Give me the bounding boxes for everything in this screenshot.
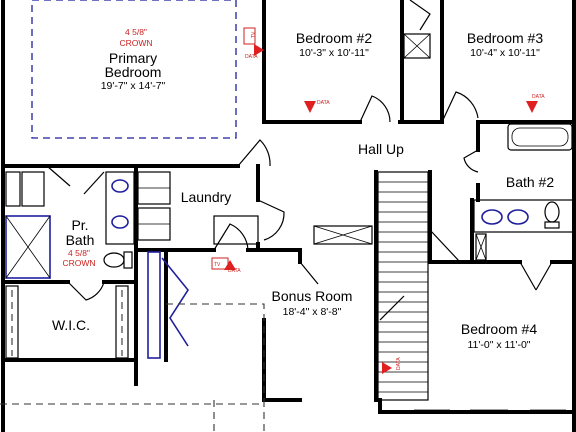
laundry-name: Laundry (181, 189, 232, 205)
primary-ceiling-type: CROWN (119, 38, 152, 48)
doors (46, 0, 553, 401)
prbath-name-1: Pr. (71, 217, 88, 233)
svg-text:DATA: DATA (396, 357, 402, 370)
tv-marker-bonus: TV DATA (211, 257, 241, 274)
primary-name-2: Bedroom (105, 64, 162, 80)
bedroom3-dims: 10'-4" x 10'-11" (470, 47, 540, 59)
svg-text:TV: TV (251, 31, 257, 38)
data-marker-bed2: DATA (304, 100, 330, 113)
primary-name-1: Primary (109, 50, 157, 66)
closet-shelf (403, 33, 431, 59)
bonus-dims: 18'-4" x 8'-8" (283, 306, 342, 318)
primary-bath-label: Pr. Bath 4 5/8" CROWN (62, 217, 95, 268)
data-marker-bed3: DATA (526, 94, 545, 113)
prbath-ceiling-note: 4 5/8" (68, 248, 90, 258)
bedroom2-name: Bedroom #2 (296, 30, 372, 46)
svg-text:DATA: DATA (317, 100, 330, 106)
bath2-fixtures (473, 123, 575, 261)
svg-text:DATA: DATA (228, 268, 241, 274)
primary-bedroom-label: 4 5/8" CROWN Primary Bedroom 19'-7" x 14… (101, 27, 166, 92)
prbath-ceiling-type: CROWN (62, 258, 95, 268)
bath2-name: Bath #2 (506, 174, 554, 190)
bonus-tray-ceiling (166, 303, 265, 400)
bedroom2-dims: 10'-3" x 10'-11" (299, 47, 369, 59)
primary-tray-ceiling (31, 0, 237, 139)
staircase (313, 171, 429, 401)
hall-name: Hall Up (358, 141, 404, 157)
svg-text:DATA: DATA (245, 54, 258, 60)
tv-marker: TV DATA (243, 27, 264, 60)
primary-ceiling-note: 4 5/8" (125, 27, 147, 37)
bedroom4-name: Bedroom #4 (461, 321, 537, 337)
bedroom4-dims: 11'-0" x 11'-0" (467, 339, 530, 351)
bonus-closet (147, 251, 161, 359)
primary-dims: 19'-7" x 14'-7" (101, 80, 166, 92)
data-marker-bed4: DATA (382, 357, 402, 374)
svg-text:DATA: DATA (532, 94, 545, 100)
laundry-fixtures (137, 171, 259, 245)
primary-bath-fixtures (5, 171, 135, 359)
bonus-name: Bonus Room (272, 288, 353, 304)
bedroom3-name: Bedroom #3 (467, 30, 543, 46)
svg-text:TV: TV (214, 262, 221, 268)
wic-name: W.I.C. (52, 317, 90, 333)
prbath-name-2: Bath (66, 232, 95, 248)
